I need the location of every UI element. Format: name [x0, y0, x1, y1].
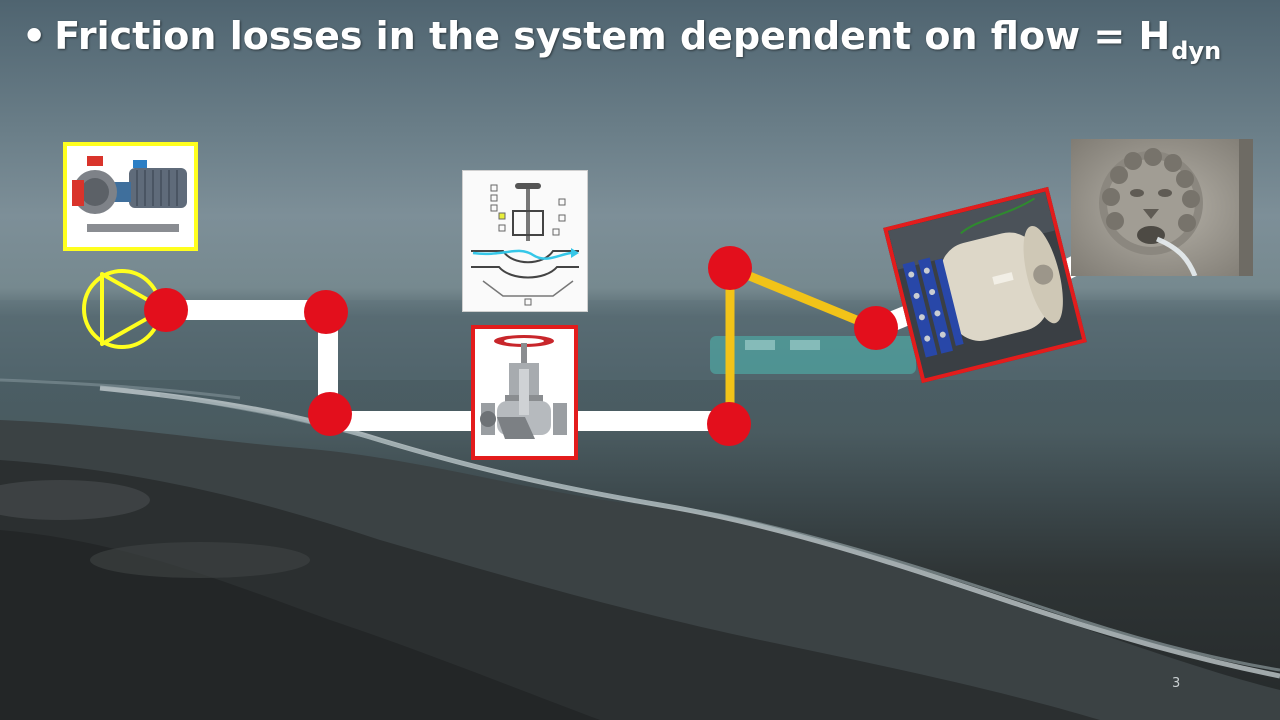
- centrifugal-pump-photo: [63, 142, 198, 251]
- pipe-nodes: [144, 246, 898, 446]
- valve-cross-section-diagram: [462, 170, 588, 312]
- bypass-pipe-lines: [725, 263, 878, 421]
- title-bullet: •: [22, 14, 47, 58]
- gate-valve-photo: [471, 325, 578, 460]
- node-pump-outlet: [144, 288, 188, 332]
- title-text: Friction losses in the system dependent …: [54, 14, 1171, 58]
- lion-head-fountain-photo: [1071, 139, 1253, 276]
- node-junction-high: [708, 246, 752, 290]
- node-bend-2: [308, 392, 352, 436]
- node-bend-1: [304, 290, 348, 334]
- title-subscript: dyn: [1171, 37, 1222, 65]
- slide-number: 3: [1172, 676, 1181, 691]
- slide-title: •Friction losses in the system dependent…: [22, 14, 1221, 65]
- node-meter-inlet: [854, 306, 898, 350]
- node-junction-low: [707, 402, 751, 446]
- flow-meter-photo: [883, 186, 1087, 384]
